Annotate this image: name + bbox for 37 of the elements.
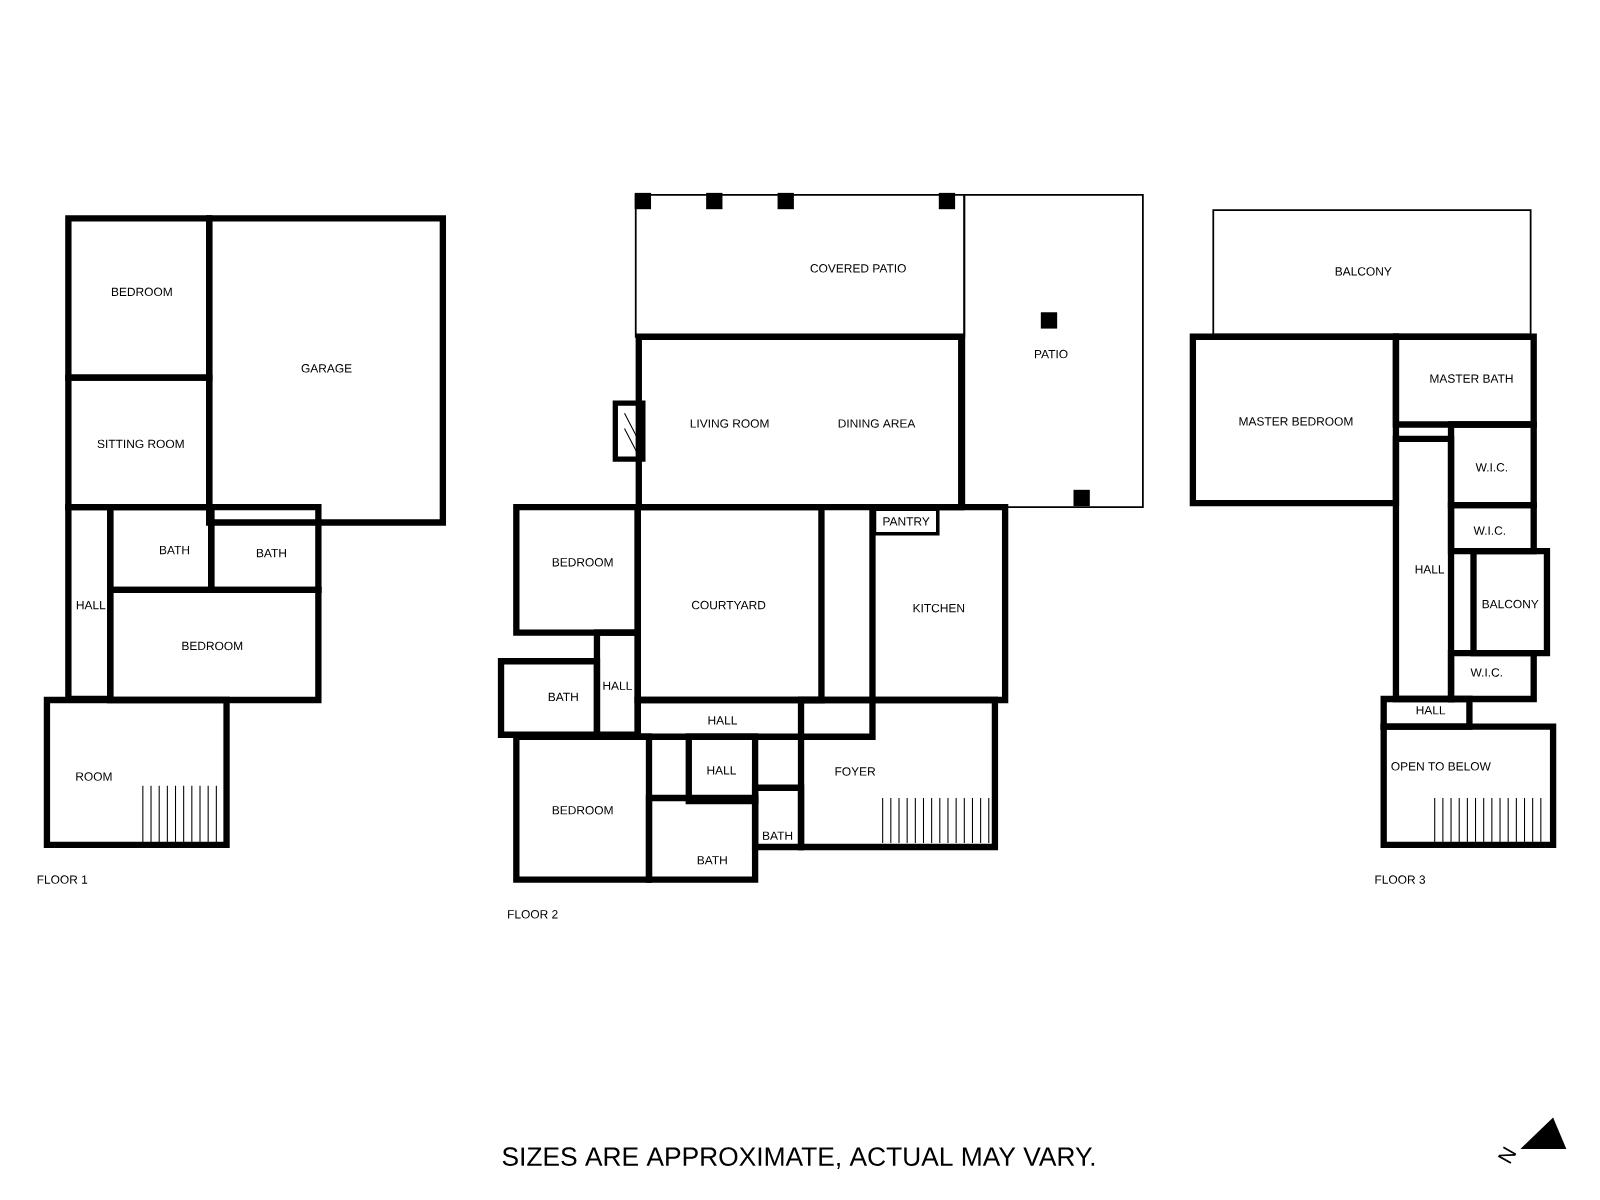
room: BALCONY [1212,209,1532,336]
room: COVERED PATIO [634,194,966,338]
room: MASTER BATH [1392,333,1537,428]
room: BATH [751,784,805,851]
room: BEDROOM [513,504,641,636]
room: HALL [634,696,876,740]
room: COURTYARD [634,504,825,704]
floor-label: FLOOR 1 [37,875,88,884]
room: BATH [208,504,322,593]
room: HALL [65,504,114,703]
room: LIVING ROOM DINING AREA [635,333,965,511]
room: BATH [107,504,215,593]
room: BATH [645,794,759,883]
room: OPEN TO BELOW [1380,723,1557,849]
room: W.I.C. [1447,501,1537,555]
room: HALL [1380,695,1473,730]
room: HALL [593,629,641,738]
room: BATH [497,658,601,738]
room: GARAGE [206,215,447,526]
room: PATIO [963,194,1144,509]
room: ROOM [43,696,230,849]
room: HALL [1392,435,1455,703]
room: BALCONY [1470,547,1551,657]
room: PANTRY [872,507,940,536]
room: W.I.C. [1447,649,1537,703]
room: W.I.C. [1447,421,1537,509]
floor-label: FLOOR 2 [508,910,558,919]
room: SITTING ROOM [65,374,213,511]
room: BEDROOM [107,586,322,704]
room: MASTER BEDROOM [1189,333,1400,507]
north-letter: N [1497,1146,1517,1164]
room: BEDROOM [513,733,653,883]
room: BEDROOM [65,215,213,381]
room: HALL [685,733,759,805]
caption: SIZES ARE APPROXIMATE, ACTUAL MAY VARY. [502,1147,1095,1170]
room: FOYER [797,696,999,851]
floor-label: FLOOR 3 [1375,875,1426,884]
